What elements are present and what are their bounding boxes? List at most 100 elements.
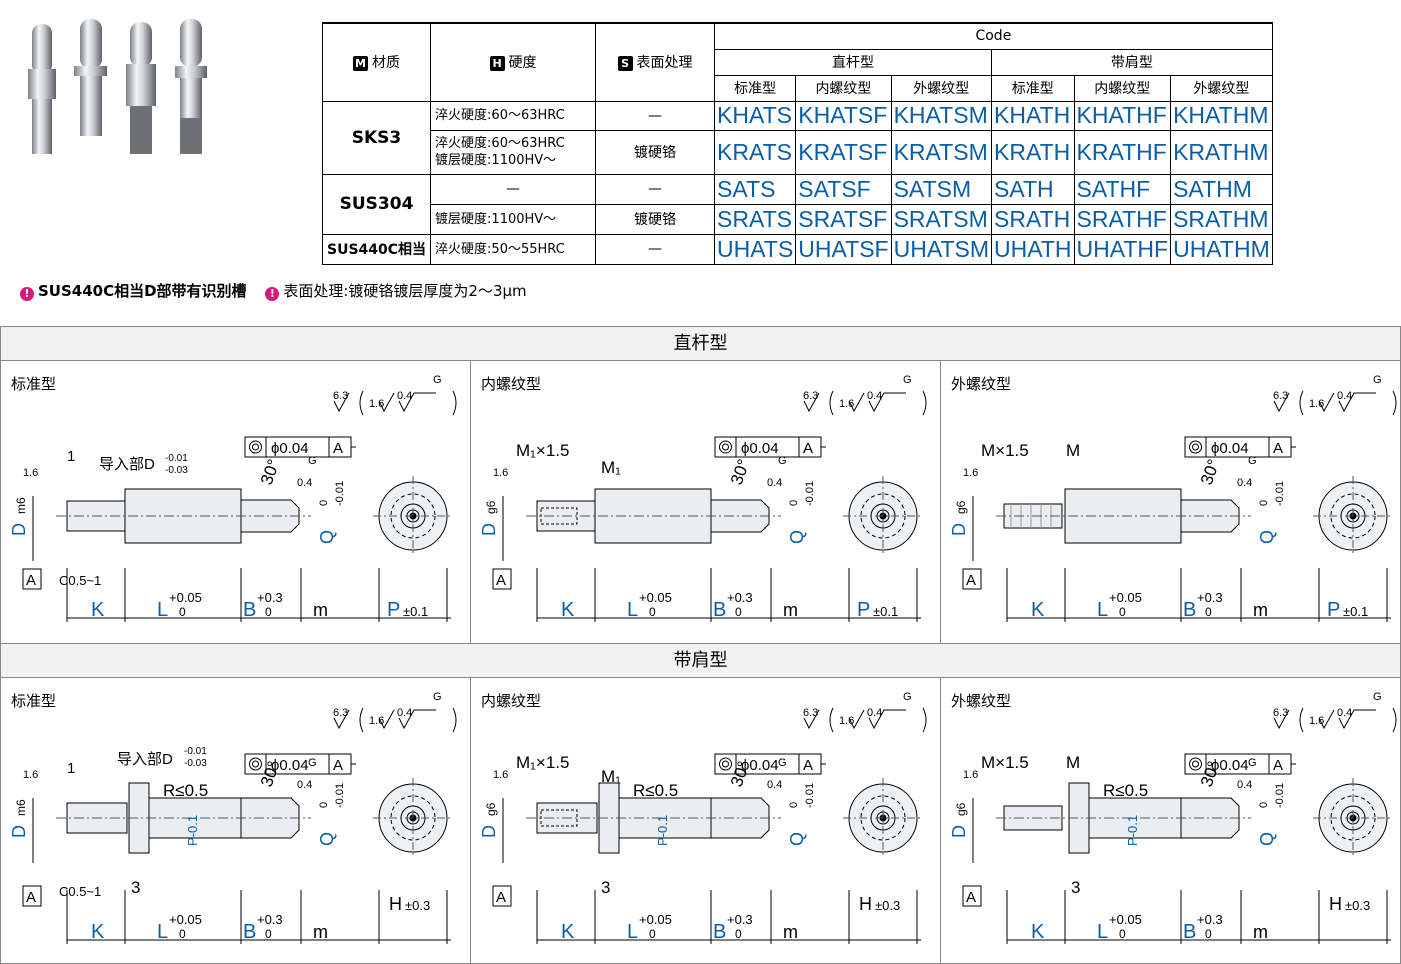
roughness-label: 0.4 — [1237, 477, 1252, 489]
roughness-grade: G — [433, 691, 442, 703]
roughness-grade: G — [778, 757, 787, 769]
k-dimension: K — [561, 599, 575, 621]
panel-title: 标准型 — [11, 692, 57, 710]
code-cell: SRATSF — [795, 203, 892, 235]
datum-a: A — [966, 889, 976, 906]
angle-label: 30° — [257, 457, 284, 488]
l-tol: +0.05 — [1109, 912, 1142, 927]
dim-label: ϕ0.04 — [1211, 757, 1249, 774]
surface-cell: — — [595, 100, 716, 131]
l-dimension: L — [157, 599, 168, 621]
dim-3: 3 — [131, 878, 140, 897]
p-tol: ±0.1 — [873, 604, 898, 619]
roughness-label: 1.6 — [963, 769, 978, 781]
thread-m: M×1.5 — [981, 441, 1029, 460]
dim-label: A — [333, 757, 343, 774]
roughness-label: 1.6 — [369, 715, 384, 727]
h-dimension: H — [389, 894, 402, 914]
b-tol: +0.3 — [727, 590, 753, 605]
b-tol: +0.3 — [257, 912, 283, 927]
thread-m1: M₁×1.5 — [516, 753, 569, 772]
m-dimension: m — [1253, 600, 1268, 620]
l-tol: +0.05 — [639, 590, 672, 605]
l-tol-zero: 0 — [649, 927, 656, 941]
q-tol: -0.01 — [334, 481, 346, 506]
roughness-grade: G — [433, 374, 442, 386]
male-header-2: 外螺纹型 — [1170, 74, 1273, 102]
p-tol: ±0.1 — [1343, 604, 1368, 619]
q-dimension: Q — [1257, 530, 1277, 544]
l-tol-zero: 0 — [649, 605, 656, 619]
product-pins-image — [28, 19, 207, 154]
male-header: 外螺纹型 — [890, 74, 993, 102]
chamfer-label: C0.5~1 — [59, 884, 101, 899]
b-tol: +0.3 — [257, 590, 283, 605]
roughness-label: 0.4 — [767, 477, 782, 489]
code-cell: SRATHF — [1073, 203, 1172, 235]
dim-label: ϕ0.04 — [271, 440, 309, 457]
roughness-label: 1.6 — [493, 467, 508, 479]
code-cell: SRATHM — [1170, 203, 1273, 235]
chamfer-label: C0.5~1 — [59, 573, 101, 588]
code-cell: SRATS — [714, 203, 797, 235]
dim-label: A — [803, 440, 813, 457]
section-shoulder: 带肩型 — [0, 643, 1401, 678]
q-tol: 0 — [1258, 500, 1270, 506]
roughness-label: 1.6 — [369, 398, 384, 410]
code-cell: SRATH — [991, 203, 1075, 235]
h-tol: ±0.3 — [875, 898, 900, 913]
code-cell: SATH — [991, 173, 1075, 205]
radius-label: R≤0.5 — [163, 781, 208, 800]
b-dimension: B — [1183, 599, 1196, 621]
b-tol-zero: 0 — [1205, 927, 1212, 941]
material-sks3: SKS3 — [321, 100, 432, 175]
p-dimension: P-0.1 — [185, 815, 200, 846]
b-tol-zero: 0 — [265, 927, 272, 941]
k-dimension: K — [91, 921, 105, 943]
code-cell: KHATH — [991, 100, 1075, 131]
roughness-label: 1.6 — [1309, 398, 1324, 410]
m-dimension: m — [1253, 922, 1268, 942]
panel-title: 内螺纹型 — [481, 375, 542, 393]
roughness-grade: G — [1248, 455, 1257, 467]
roughness-grade: G — [903, 691, 912, 703]
roughness-label: 0.4 — [867, 390, 882, 402]
thread-m1-label: M₁ — [601, 767, 621, 786]
q-tol: 0 — [788, 802, 800, 808]
thread-m1-label: M₁ — [601, 458, 621, 477]
l-tol: +0.05 — [639, 912, 672, 927]
datum-a: A — [966, 572, 976, 589]
code-cell: KRATH — [991, 129, 1075, 175]
l-dimension: L — [1097, 921, 1108, 943]
warning-icon: ! — [265, 287, 280, 301]
b-tol-zero: 0 — [735, 927, 742, 941]
code-cell: UHATSF — [795, 233, 892, 265]
radius-label: R≤0.5 — [1103, 781, 1148, 800]
h-dimension: H — [1329, 894, 1342, 914]
dim-label: A — [333, 440, 343, 457]
p-tol: ±0.1 — [403, 604, 428, 619]
d-dimension: D — [479, 825, 499, 838]
roughness-label: 1.6 — [1309, 715, 1324, 727]
code-cell: UHATS — [714, 233, 797, 265]
code-cell: UHATH — [991, 233, 1075, 265]
roughness-label: 0.4 — [1237, 779, 1252, 791]
l-tol-zero: 0 — [1119, 927, 1126, 941]
panel-title: 内螺纹型 — [481, 692, 542, 710]
code-cell: KHATSM — [890, 100, 993, 131]
roughness-label: 1.6 — [23, 769, 38, 781]
l-tol-zero: 0 — [179, 927, 186, 941]
dim-label: A — [1273, 440, 1283, 457]
std-header: 标准型 — [714, 74, 797, 102]
l-tol: +0.05 — [169, 590, 202, 605]
q-dimension: Q — [787, 530, 807, 544]
p-dimension: P-0.1 — [655, 815, 670, 846]
